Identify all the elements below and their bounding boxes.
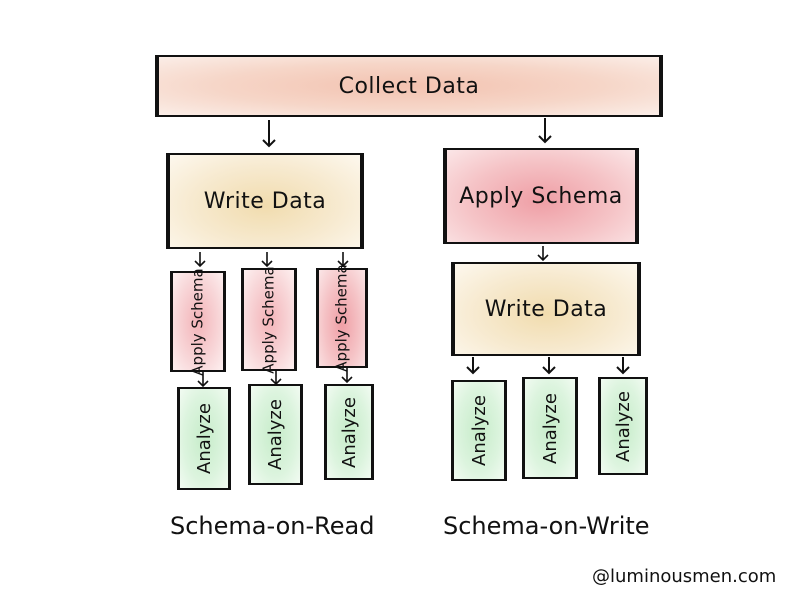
left-analyze-box-3: Analyze: [324, 384, 374, 480]
credit-watermark: @luminousmen.com: [592, 566, 777, 587]
collect-data-label: Collect Data: [338, 73, 480, 99]
right-write-data-label: Write Data: [484, 296, 608, 322]
analyze-label: Analyze: [338, 396, 360, 468]
analyze-label: Analyze: [468, 395, 490, 466]
right-analyze-box-1: Analyze: [451, 380, 507, 481]
left-apply-schema-box-2: Apply Schema: [241, 265, 297, 374]
right-analyze-box-3: Analyze: [598, 377, 648, 475]
right-analyze-box-2: Analyze: [522, 377, 578, 479]
arrow-down-icon: [262, 120, 276, 148]
arrow-down-icon: [260, 252, 274, 268]
arrow-down-icon: [542, 357, 556, 375]
arrow-down-icon: [340, 368, 354, 384]
arrow-down-icon: [536, 246, 550, 262]
arrow-down-icon: [193, 252, 207, 268]
arrow-down-icon: [466, 357, 480, 375]
left-write-data-box: Write Data: [166, 153, 364, 249]
right-apply-schema-label: Apply Schema: [459, 183, 623, 209]
arrow-down-icon: [538, 118, 552, 144]
analyze-label: Analyze: [539, 392, 561, 464]
arrow-down-icon: [196, 372, 210, 388]
left-write-data-label: Write Data: [203, 188, 327, 214]
left-apply-schema-box-3: Apply Schema: [316, 264, 368, 372]
analyze-label: Analyze: [265, 399, 286, 470]
left-analyze-box-2: Analyze: [248, 384, 303, 485]
apply-schema-label: Apply Schema: [260, 265, 278, 374]
left-apply-schema-box-1: Apply Schema: [170, 267, 226, 376]
analyze-label: Analyze: [193, 403, 215, 474]
collect-data-box: Collect Data: [155, 55, 663, 117]
schema-on-read-caption: Schema-on-Read: [170, 512, 375, 540]
right-write-data-box: Write Data: [451, 262, 641, 356]
right-apply-schema-box: Apply Schema: [443, 148, 639, 244]
apply-schema-label: Apply Schema: [333, 264, 351, 372]
arrow-down-icon: [336, 252, 350, 268]
analyze-label: Analyze: [612, 390, 634, 462]
arrow-down-icon: [616, 357, 630, 375]
schema-on-write-caption: Schema-on-Write: [443, 512, 650, 540]
left-analyze-box-1: Analyze: [177, 387, 231, 490]
apply-schema-label: Apply Schema: [189, 267, 207, 376]
